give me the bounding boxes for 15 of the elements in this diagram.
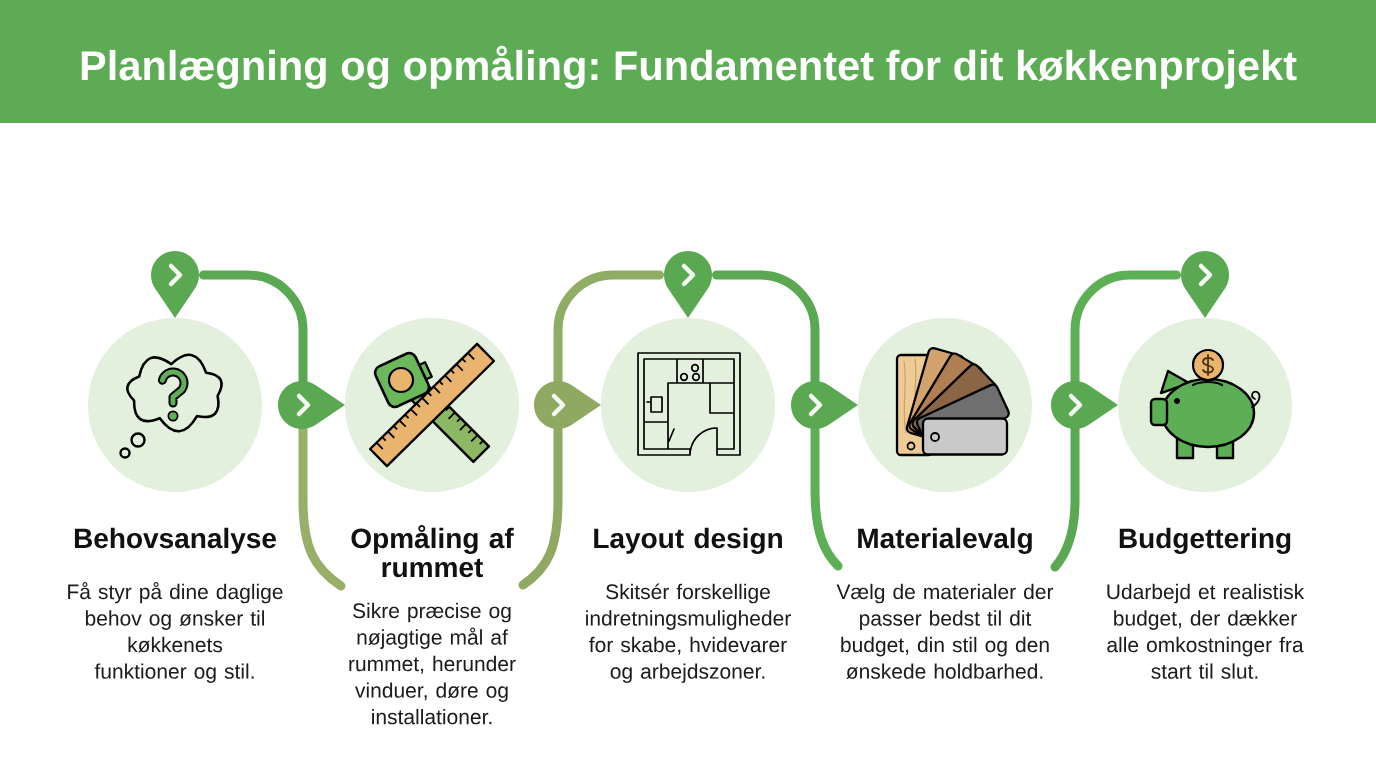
step-description: Sikre præcise og nøjagtige mål af rummet, herunder vinduer, døre og installationer. (349, 602, 516, 725)
step-description: Udarbejd et realistisk budget, der dækker alle omkostninger fra start til slut. (1107, 583, 1305, 679)
arrow (712, 270, 858, 429)
step-heading: Layout design (594, 527, 782, 554)
step-heading: Budgettering (1119, 527, 1291, 554)
step-description: Få styr på dine daglige behov og ønsker til køkkenets funktioner og stil. (68, 582, 283, 683)
step-description: Vælg de materialer der passer bedst til dit budget, din stil og den ønskede holdbarhed. (836, 583, 1054, 679)
step-heading: Behovsanalyse (74, 527, 276, 554)
step-heading: Opmåling af rummet (351, 524, 514, 578)
step-description: Skitsér forskellige indretningsmuligheder for skabe, hvidevarer og arbejdszoner. (586, 583, 791, 683)
arrow (1050, 381, 1118, 572)
arrow (199, 270, 345, 429)
arrow (518, 381, 601, 590)
title-banner: Planlægning og opmåling: Fundamentet for dit køkkenprojekt (0, 0, 1376, 123)
step-heading: Materialevalg (858, 527, 1032, 554)
